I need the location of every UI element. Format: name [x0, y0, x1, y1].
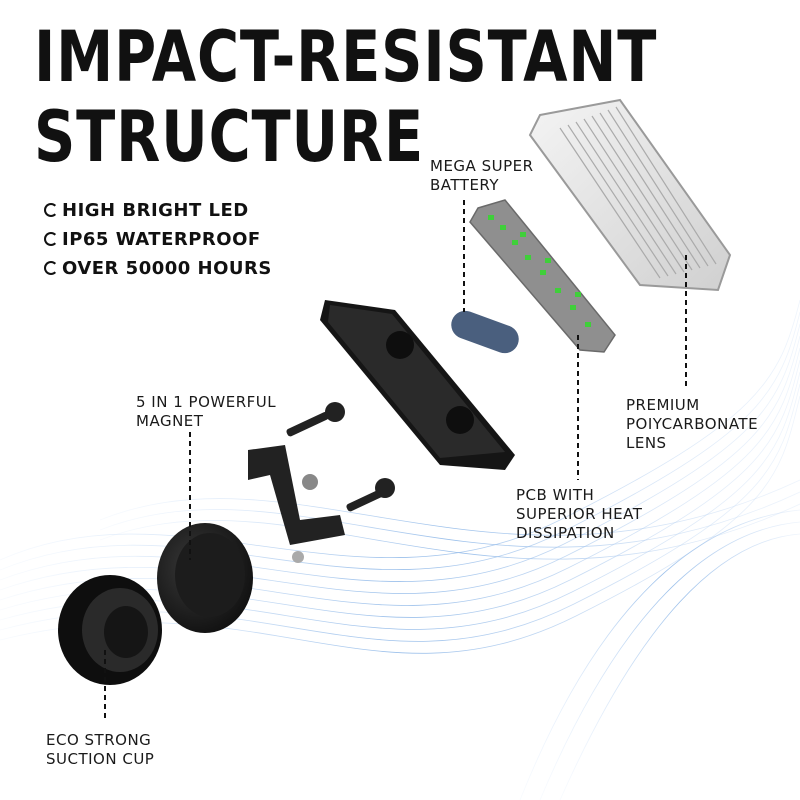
callout-magnet-line2: MAGNET [136, 412, 204, 430]
callout-lens-line3: LENS [626, 434, 667, 452]
callout-battery: MEGA SUPER BATTERY [430, 157, 534, 195]
bullet-icon [44, 203, 58, 217]
feature-text: IP65 WATERPROOF [62, 229, 261, 250]
feature-text: OVER 50000 HOURS [62, 258, 272, 279]
feature-item: OVER 50000 HOURS [44, 258, 272, 279]
bullet-icon [44, 261, 58, 275]
leader-lines [104, 200, 687, 722]
headline-line-1: IMPACT-RESISTANT [34, 16, 658, 98]
callout-lens: PREMIUM POIYCARBONATE LENS [626, 396, 758, 453]
callout-lens-line2: POIYCARBONATE [626, 415, 759, 433]
feature-text: HIGH BRIGHT LED [62, 200, 249, 221]
callout-magnet-line1: 5 IN 1 POWERFUL [136, 393, 277, 411]
feature-item: HIGH BRIGHT LED [44, 200, 249, 221]
battery-illustration [451, 310, 519, 354]
callout-suction: ECO STRONG SUCTION CUP [46, 731, 154, 769]
pcb-illustration [469, 199, 616, 353]
suction-cup-illustration [58, 575, 162, 685]
callout-suction-line1: ECO STRONG [46, 731, 152, 749]
magnet-illustration [157, 523, 253, 633]
bracket-illustration [248, 402, 395, 563]
feature-item: IP65 WATERPROOF [44, 229, 261, 250]
housing-illustration [320, 300, 515, 470]
callout-pcb-line1: PCB WITH [516, 486, 595, 504]
callout-lens-line1: PREMIUM [626, 396, 700, 414]
headline-line-2: STRUCTURE [34, 96, 424, 178]
callout-suction-line2: SUCTION CUP [46, 750, 155, 768]
bullet-icon [44, 232, 58, 246]
callout-magnet: 5 IN 1 POWERFUL MAGNET [136, 393, 276, 431]
callout-pcb: PCB WITH SUPERIOR HEAT DISSIPATION [516, 486, 642, 543]
callout-battery-line2: BATTERY [430, 176, 500, 194]
callout-pcb-line3: DISSIPATION [516, 524, 615, 542]
callout-pcb-line2: SUPERIOR HEAT [516, 505, 643, 523]
lens-illustration [528, 98, 732, 292]
callout-battery-line1: MEGA SUPER [430, 157, 534, 175]
